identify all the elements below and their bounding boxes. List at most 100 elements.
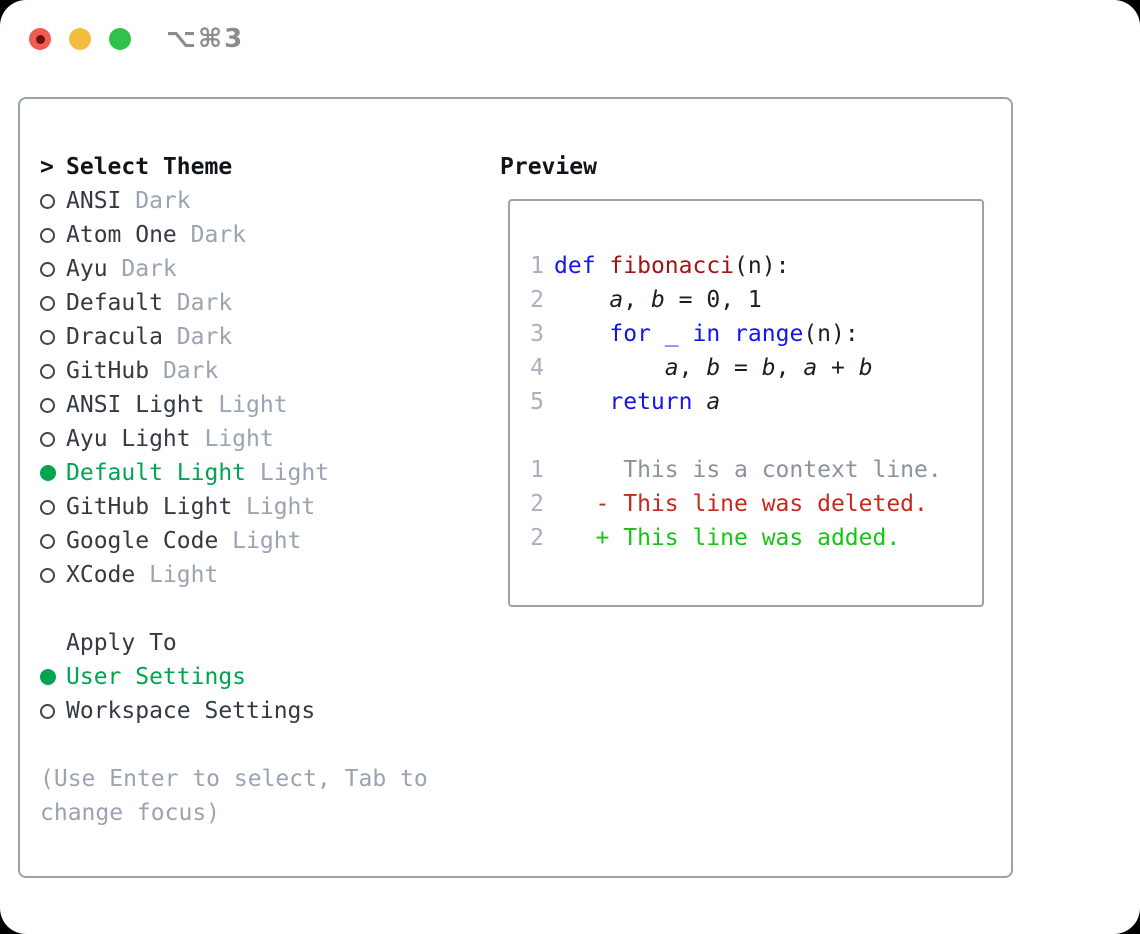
code-token: return bbox=[609, 389, 693, 415]
theme-variant-label: Dark bbox=[121, 256, 177, 282]
apply-option-user-settings[interactable]: User Settings bbox=[40, 660, 450, 694]
code-token: This is a context line. bbox=[554, 457, 942, 483]
theme-option-ayu[interactable]: Ayu Dark bbox=[40, 252, 450, 286]
theme-option-xcode-label: XCode bbox=[66, 562, 136, 588]
titlebar: ⌥⌘3 bbox=[0, 0, 1140, 78]
apply-option-workspace-settings-label: Workspace Settings bbox=[66, 698, 316, 724]
theme-option-ayu-label: Ayu bbox=[66, 256, 108, 282]
radio-selected-icon bbox=[40, 669, 56, 685]
theme-option-default-light[interactable]: Default Light Light bbox=[40, 456, 450, 490]
code-token bbox=[554, 283, 609, 317]
code-token bbox=[554, 487, 596, 521]
code-token: b bbox=[706, 355, 721, 381]
theme-variant-label: Dark bbox=[176, 324, 233, 350]
line-number: 2 bbox=[530, 491, 544, 517]
theme-option-github-light[interactable]: GitHub Light Light bbox=[40, 490, 450, 524]
theme-option-dracula-label: Dracula bbox=[66, 324, 163, 350]
theme-variant-label: Dark bbox=[162, 358, 219, 384]
theme-option-xcode[interactable]: XCode Light bbox=[40, 558, 450, 592]
code-token bbox=[720, 317, 734, 351]
theme-option-ayu-light-label: Ayu Light bbox=[66, 426, 191, 452]
code-token: = bbox=[720, 355, 762, 381]
close-button-dot bbox=[35, 34, 45, 44]
code-token: - This line was deleted. bbox=[595, 491, 928, 517]
radio-unselected-icon bbox=[40, 329, 55, 345]
apply-option-workspace-settings[interactable]: Workspace Settings bbox=[40, 694, 450, 728]
radio-unselected-icon bbox=[40, 397, 55, 413]
theme-variant-label: Light bbox=[246, 494, 316, 520]
cursor-indicator: > bbox=[40, 154, 54, 180]
line-number: 4 bbox=[530, 355, 544, 381]
theme-variant-label: Light bbox=[259, 460, 330, 486]
line-number: 1 bbox=[530, 253, 544, 279]
code-token: range bbox=[734, 321, 804, 347]
theme-option-github[interactable]: GitHub Dark bbox=[40, 354, 450, 388]
theme-option-github-label: GitHub bbox=[66, 358, 150, 384]
theme-option-atom-one[interactable]: Atom One Dark bbox=[40, 218, 450, 252]
radio-unselected-icon bbox=[40, 567, 55, 583]
code-token: for bbox=[609, 321, 651, 347]
help-text: (Use Enter to select, Tab to change focu… bbox=[40, 766, 428, 826]
code-token bbox=[554, 317, 609, 351]
theme-variant-label: Dark bbox=[135, 188, 191, 214]
radio-selected-icon bbox=[40, 465, 56, 481]
preview-line: 2 + This line was added. bbox=[530, 521, 982, 555]
theme-option-atom-one-label: Atom One bbox=[66, 222, 177, 248]
code-token: b bbox=[650, 287, 665, 313]
code-token: a bbox=[803, 355, 818, 381]
minimize-button[interactable] bbox=[69, 28, 91, 50]
line-number: 2 bbox=[530, 287, 544, 313]
theme-option-default-light-label: Default Light bbox=[66, 460, 247, 486]
radio-unselected-icon bbox=[40, 295, 55, 311]
radio-unselected-icon bbox=[40, 363, 55, 379]
code-token: _ bbox=[664, 321, 679, 347]
preview-title: Preview bbox=[500, 154, 597, 180]
line-number: 5 bbox=[530, 389, 544, 415]
window-shortcut-label: ⌥⌘3 bbox=[166, 24, 245, 54]
theme-option-google-code-label: Google Code bbox=[66, 528, 219, 554]
theme-variant-label: Dark bbox=[190, 222, 247, 248]
code-token: , bbox=[678, 355, 707, 381]
select-theme-title: Select Theme bbox=[66, 154, 233, 180]
code-token: a bbox=[664, 355, 679, 381]
preview-line: 2 a, b = 0, 1 bbox=[530, 283, 982, 317]
code-token bbox=[554, 351, 665, 385]
preview-line: 1 This is a context line. bbox=[530, 453, 982, 487]
code-token bbox=[692, 385, 706, 419]
preview-line: 4 a, b = b, a + b bbox=[530, 351, 982, 385]
radio-unselected-icon bbox=[40, 193, 55, 209]
zoom-button[interactable] bbox=[109, 28, 131, 50]
radio-unselected-icon bbox=[40, 227, 55, 243]
theme-option-github-light-label: GitHub Light bbox=[66, 494, 233, 520]
radio-unselected-icon bbox=[40, 499, 55, 515]
theme-option-default-label: Default bbox=[66, 290, 163, 316]
theme-option-dracula[interactable]: Dracula Dark bbox=[40, 320, 450, 354]
theme-variant-label: Light bbox=[149, 562, 219, 588]
theme-option-google-code[interactable]: Google Code Light bbox=[40, 524, 450, 558]
code-token: = 0, 1 bbox=[664, 287, 762, 313]
code-token: b bbox=[858, 355, 873, 381]
code-token: b bbox=[761, 355, 776, 381]
apply-to-header: Apply To bbox=[40, 626, 450, 660]
apply-to-title: Apply To bbox=[66, 630, 177, 656]
line-number: 1 bbox=[530, 457, 544, 483]
code-token: + This line was added. bbox=[595, 525, 901, 551]
line-number: 2 bbox=[530, 525, 544, 551]
theme-option-default[interactable]: Default Dark bbox=[40, 286, 450, 320]
close-button[interactable] bbox=[29, 28, 51, 50]
code-token bbox=[596, 249, 610, 283]
theme-variant-label: Dark bbox=[176, 290, 233, 316]
code-token bbox=[651, 317, 665, 351]
theme-variant-label: Light bbox=[232, 528, 302, 554]
preview-line: 5 return a bbox=[530, 385, 982, 419]
